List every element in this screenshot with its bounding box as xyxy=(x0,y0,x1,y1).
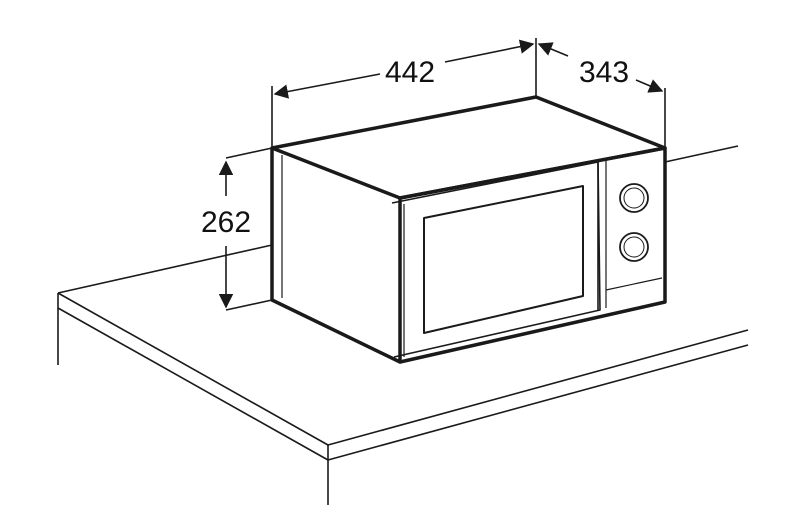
dimension-depth xyxy=(537,42,666,148)
dimension-height xyxy=(218,147,273,311)
dimension-width xyxy=(271,38,537,148)
width-arrow-left xyxy=(273,73,381,99)
countertop-front-lower-edge xyxy=(57,307,749,461)
width-arrow-right xyxy=(444,39,535,63)
control-panel-bottom-line xyxy=(605,277,663,291)
height-extension-top xyxy=(225,147,273,159)
knob-timer xyxy=(619,183,649,213)
height-extension-bottom xyxy=(225,299,273,311)
depth-arrow-right xyxy=(635,79,664,93)
door-outline xyxy=(391,161,601,358)
countertop-front-top-edge xyxy=(57,292,749,446)
countertop xyxy=(57,145,749,505)
depth-label: 343 xyxy=(579,56,629,89)
countertop-back-edge-right xyxy=(664,145,739,163)
microwave-front-face xyxy=(399,146,667,364)
microwave xyxy=(270,95,667,364)
door-window xyxy=(423,185,584,334)
height-label: 262 xyxy=(201,206,251,239)
microwave-side-face xyxy=(270,148,402,364)
countertop-back-edge-left xyxy=(57,244,273,294)
width-label: 442 xyxy=(385,56,435,89)
knob-power xyxy=(619,232,649,262)
depth-arrow-left xyxy=(537,42,569,57)
